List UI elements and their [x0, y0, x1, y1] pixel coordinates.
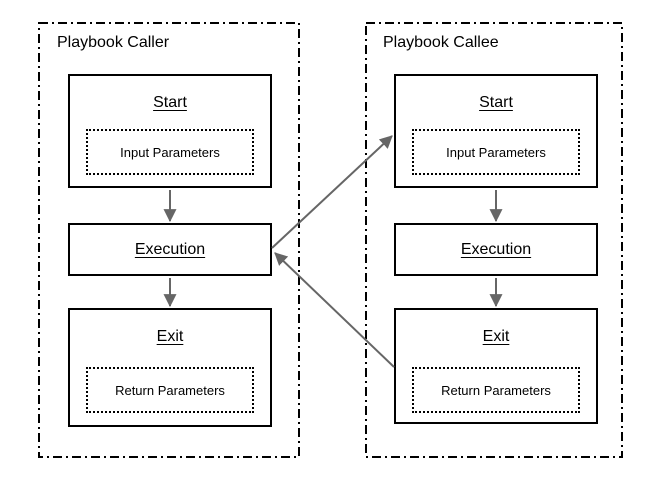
caller-input-parameters-box: Input Parameters [86, 129, 254, 175]
caller-exit-label: Exit [156, 328, 184, 345]
callee-exit-to-caller-execution-arrow [274, 252, 395, 368]
caller-return-parameters-box: Return Parameters [86, 367, 254, 413]
caller-execution-label: Execution [134, 240, 206, 258]
callee-exit-label: Exit [482, 328, 510, 345]
callee-input-parameters-box: Input Parameters [412, 129, 580, 175]
caller-execution-to-callee-start-arrow [271, 135, 393, 249]
callee-execution-label: Execution [460, 240, 532, 258]
node-callee-exit: Exit Return Parameters [394, 308, 598, 424]
node-caller-start: Start Input Parameters [68, 74, 272, 188]
playbook-callee-title: Playbook Callee [383, 34, 499, 51]
playbook-caller-title: Playbook Caller [57, 34, 170, 51]
callee-return-parameters-box: Return Parameters [412, 367, 580, 413]
node-callee-execution: Execution [394, 223, 598, 276]
node-caller-execution: Execution [68, 223, 272, 276]
node-caller-exit: Exit Return Parameters [68, 308, 272, 427]
callee-start-label: Start [479, 94, 513, 111]
caller-start-label: Start [153, 94, 187, 111]
node-callee-start: Start Input Parameters [394, 74, 598, 188]
